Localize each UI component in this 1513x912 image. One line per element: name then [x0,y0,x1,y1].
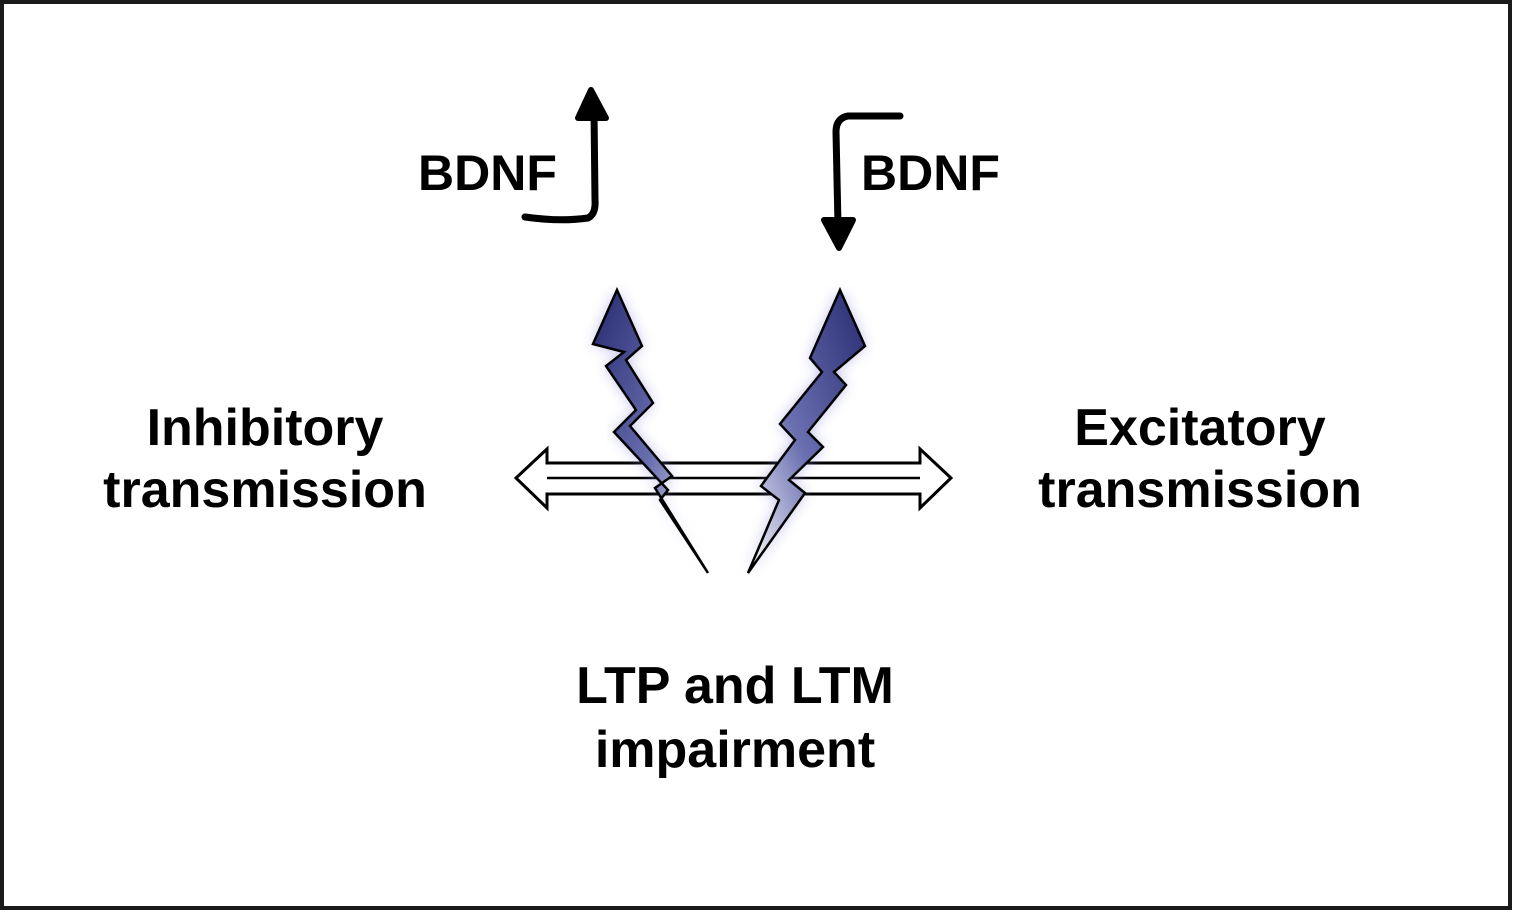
inhibitory-transmission-label: Inhibitory transmission [85,402,445,516]
bdnf-left-label: BDNF [418,145,557,201]
lightning-bolt-icon [591,286,710,574]
ltp-line-2: impairment [594,721,876,779]
down-arrow-icon [821,112,904,251]
excitatory-line-2: transmission [1038,461,1362,519]
double-headed-arrow-icon [513,445,954,512]
ltp-line-1: LTP and LTM [576,657,894,715]
excitatory-transmission-label: Excitatory transmission [1020,402,1380,516]
inhibitory-line-2: transmission [103,461,427,519]
excitatory-line-1: Excitatory [1074,399,1326,457]
inhibitory-line-1: Inhibitory [146,399,384,457]
up-arrow-icon [521,87,609,224]
lightning-bolt-icon [746,286,867,574]
bdnf-right-label: BDNF [861,145,1000,201]
ltp-ltm-impairment-label: LTP and LTM impairment [555,660,915,776]
